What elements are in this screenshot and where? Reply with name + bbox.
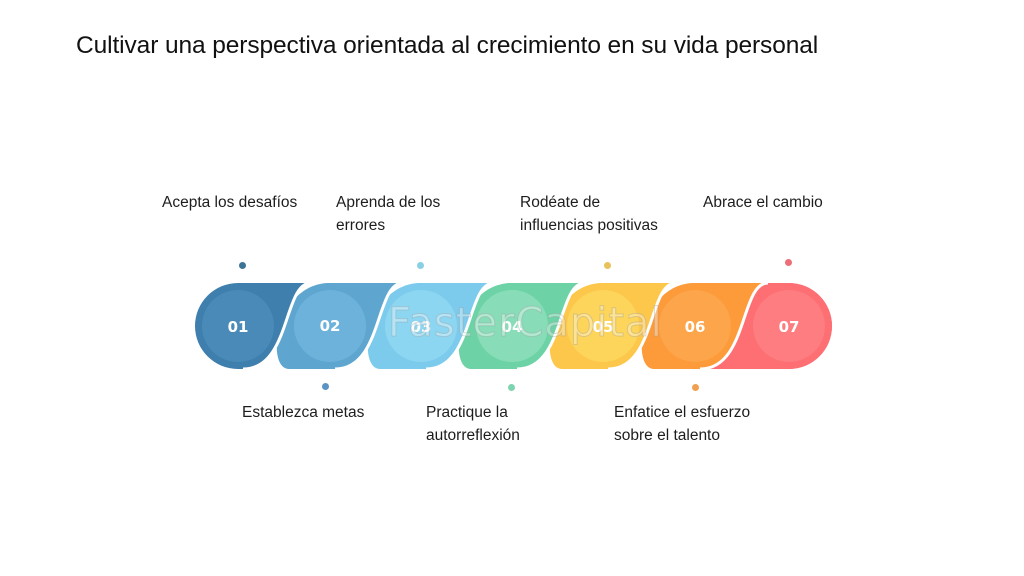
step-label-line: Rodéate de: [520, 194, 601, 211]
page-title: Cultivar una perspectiva orientada al cr…: [76, 32, 819, 59]
step-label-line: Practique la: [426, 404, 508, 421]
marker-dot-07: [785, 259, 792, 266]
step-number-01: 01: [228, 318, 249, 336]
marker-dot-06: [692, 384, 699, 391]
marker-dot-03: [417, 262, 424, 269]
step-segment-01: [195, 281, 312, 371]
marker-dot-04: [508, 384, 515, 391]
step-label-line: Acepta los desafíos: [162, 194, 298, 211]
step-label-05: Rodéate de influencias positivas: [520, 191, 658, 237]
marker-dot-01: [239, 262, 246, 269]
marker-dot-02: [322, 383, 329, 390]
step-segment-03: [367, 281, 495, 371]
step-label-03: Aprenda de los errores: [336, 191, 440, 237]
step-label-line: autorreflexión: [426, 427, 520, 444]
step-label-01: Acepta los desafíos: [162, 191, 297, 214]
step-segment-04: [458, 281, 586, 371]
step-label-line: Enfatice el esfuerzo: [614, 404, 751, 421]
step-label-line: influencias positivas: [520, 217, 658, 234]
step-number-02: 02: [320, 317, 341, 335]
step-segment-05: [549, 281, 677, 371]
step-label-line: Establezca metas: [242, 404, 365, 421]
step-number-05: 05: [593, 318, 614, 336]
marker-dot-05: [604, 262, 611, 269]
step-label-line: errores: [336, 217, 386, 234]
step-number-04: 04: [502, 318, 523, 336]
step-number-06: 06: [685, 318, 706, 336]
step-label-line: Abrace el cambio: [703, 194, 823, 211]
step-label-02: Establezca metas: [242, 401, 364, 424]
step-number-07: 07: [779, 318, 800, 336]
step-number-03: 03: [411, 318, 432, 336]
step-label-04: Practique la autorreflexión: [426, 401, 520, 447]
step-label-07: Abrace el cambio: [703, 191, 823, 214]
step-segment-06: [641, 281, 769, 371]
step-segment-02: [276, 281, 404, 371]
step-label-line: sobre el talento: [614, 427, 720, 444]
step-label-06: Enfatice el esfuerzo sobre el talento: [614, 401, 750, 447]
step-label-line: Aprenda de los: [336, 194, 441, 211]
